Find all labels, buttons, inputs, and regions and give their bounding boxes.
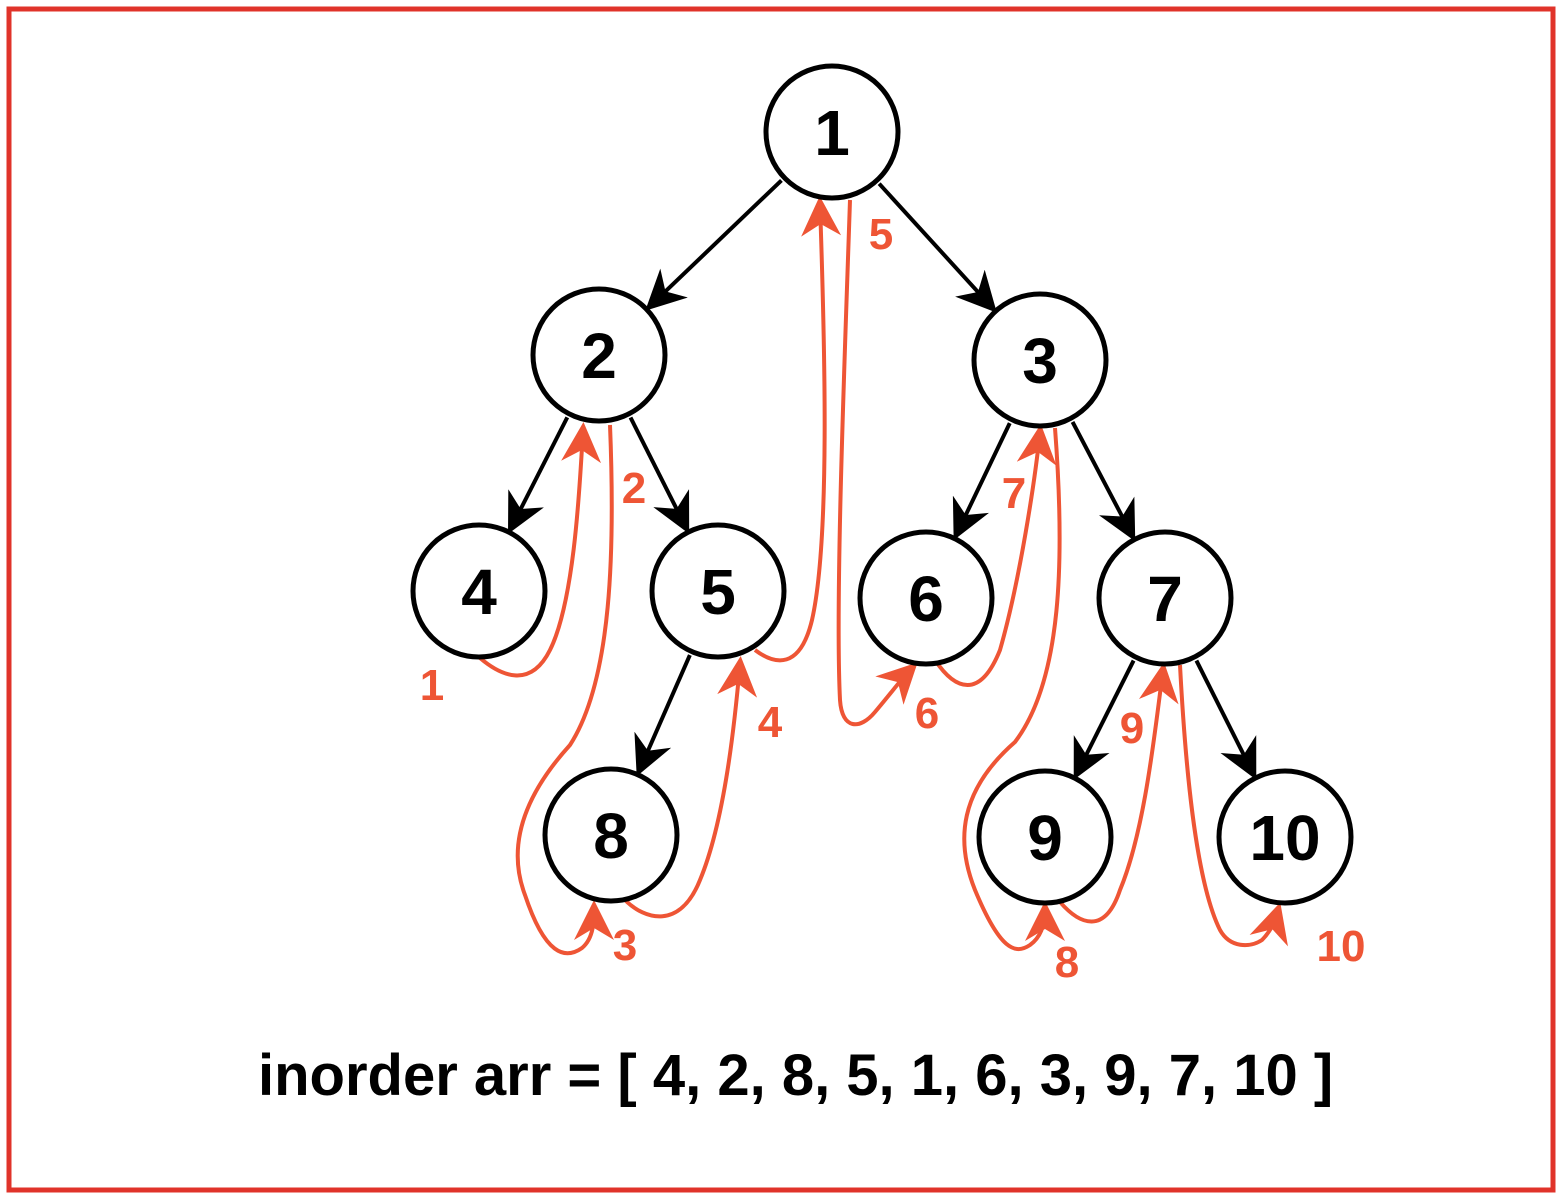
node-circle — [763, 63, 901, 201]
tree-edge-1-2 — [645, 178, 783, 311]
node-label: 6 — [908, 563, 944, 635]
tree-node-10: 10 — [1216, 768, 1354, 906]
tree-edge-7-9 — [1073, 659, 1136, 780]
tree-edge-2-5 — [628, 416, 690, 534]
traversal-step-label: 2 — [622, 464, 646, 513]
node-circle — [1096, 529, 1234, 667]
traversal-step-label: 10 — [1317, 922, 1366, 971]
node-circle — [971, 291, 1109, 429]
node-circle — [410, 522, 548, 660]
tree-edge-1-3 — [877, 182, 997, 313]
node-label: 3 — [1022, 325, 1058, 397]
traversal-step-label: 9 — [1120, 704, 1144, 753]
traversal-arrow-8 — [1058, 662, 1179, 924]
node-circle — [542, 766, 680, 904]
node-circle — [649, 522, 787, 660]
traversal-arrow-9 — [1178, 664, 1288, 948]
tree-edge-7-10 — [1194, 659, 1257, 780]
node-label: 8 — [593, 800, 629, 872]
tree-node-7: 7 — [1096, 529, 1234, 667]
node-circle — [1216, 768, 1354, 906]
traversal-step-label: 8 — [1055, 938, 1079, 987]
tree-node-2: 2 — [530, 286, 668, 424]
tree-edge-3-6 — [952, 422, 1012, 541]
traversal-step-label: 4 — [758, 698, 783, 747]
traversal-step-label: 1 — [420, 661, 444, 710]
node-label: 7 — [1147, 563, 1183, 635]
inorder-result-caption: inorder arr = [ 4, 2, 8, 5, 1, 6, 3, 9, … — [258, 1043, 1333, 1108]
node-label: 5 — [700, 556, 736, 628]
node-circle — [530, 286, 668, 424]
traversal-arrow-7 — [962, 427, 1065, 951]
tree-node-3: 3 — [971, 291, 1109, 429]
tree-node-5: 5 — [649, 522, 787, 660]
traversal-step-label: 3 — [613, 921, 637, 970]
tree-edge-2-4 — [508, 416, 570, 534]
traversal-arrow-2 — [515, 424, 614, 956]
node-label: 10 — [1249, 802, 1320, 874]
node-label: 1 — [814, 97, 850, 169]
traversal-arrow-6 — [933, 424, 1057, 687]
tree-node-9: 9 — [976, 768, 1114, 906]
node-label: 4 — [461, 556, 497, 628]
traversal-step-label: 6 — [915, 689, 939, 738]
traversal-arrow-4 — [753, 196, 842, 663]
tree-node-8: 8 — [542, 766, 680, 904]
traversal-arrow-5 — [836, 199, 918, 727]
node-circle — [857, 529, 995, 667]
node-circle — [976, 768, 1114, 906]
node-label: 2 — [581, 320, 617, 392]
outer-border — [6, 6, 1556, 1193]
node-label: 9 — [1027, 802, 1063, 874]
tree-edge-3-7 — [1070, 421, 1136, 542]
tree-edge-5-8 — [634, 654, 692, 777]
traversal-arrow-3 — [623, 656, 758, 919]
traversal-step-label: 5 — [869, 210, 893, 259]
traversal-arrow-1 — [478, 422, 602, 678]
traversal-step-label: 7 — [1002, 469, 1026, 518]
tree-node-1: 1 — [763, 63, 901, 201]
tree-node-6: 6 — [857, 529, 995, 667]
tree-node-4: 4 — [410, 522, 548, 660]
